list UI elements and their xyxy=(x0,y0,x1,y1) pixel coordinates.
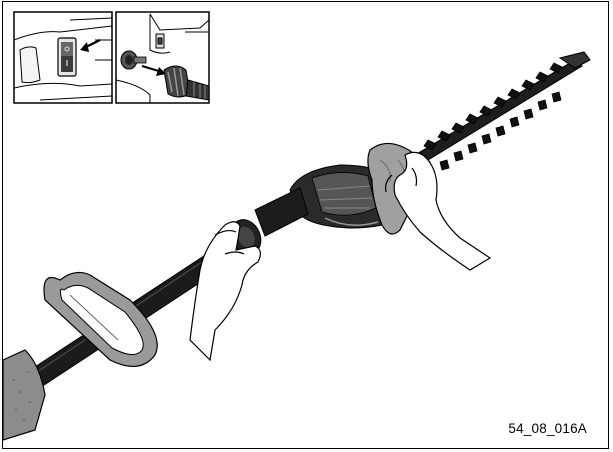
power-switch-icon xyxy=(57,37,77,77)
arrow-icon xyxy=(80,39,101,52)
engine-housing xyxy=(3,349,46,441)
right-hand xyxy=(385,151,492,271)
left-hand xyxy=(189,221,261,362)
coupling-icon xyxy=(163,65,209,101)
loop-handle xyxy=(43,271,158,367)
knob-icon xyxy=(120,50,147,70)
arrow-icon xyxy=(141,65,166,76)
figure-code: 54_08_016A xyxy=(508,421,587,436)
inset-switch-off xyxy=(13,11,113,104)
hedge-trimmer-blade xyxy=(419,51,591,171)
inset-disconnect xyxy=(115,11,210,104)
